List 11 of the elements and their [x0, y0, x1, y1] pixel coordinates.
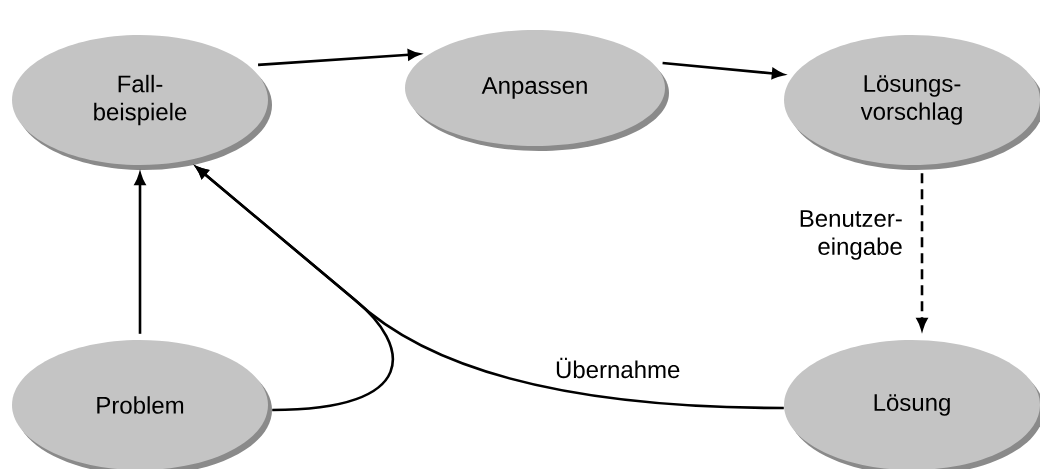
arrow — [257, 49, 421, 67]
arrow — [134, 172, 146, 334]
edge-label: Übernahme — [553, 355, 680, 381]
arrow — [916, 173, 928, 331]
arrow — [662, 61, 785, 79]
ellipse-node: Lösungs- vorschlag — [784, 35, 1040, 170]
ellipse-node: Anpassen — [405, 30, 669, 151]
ellipse-node: Fall- beispiele — [12, 35, 272, 170]
arrow — [195, 166, 784, 410]
edge-label: Benutzer- eingabe — [780, 208, 905, 262]
ellipse-node: Problem — [12, 340, 272, 469]
